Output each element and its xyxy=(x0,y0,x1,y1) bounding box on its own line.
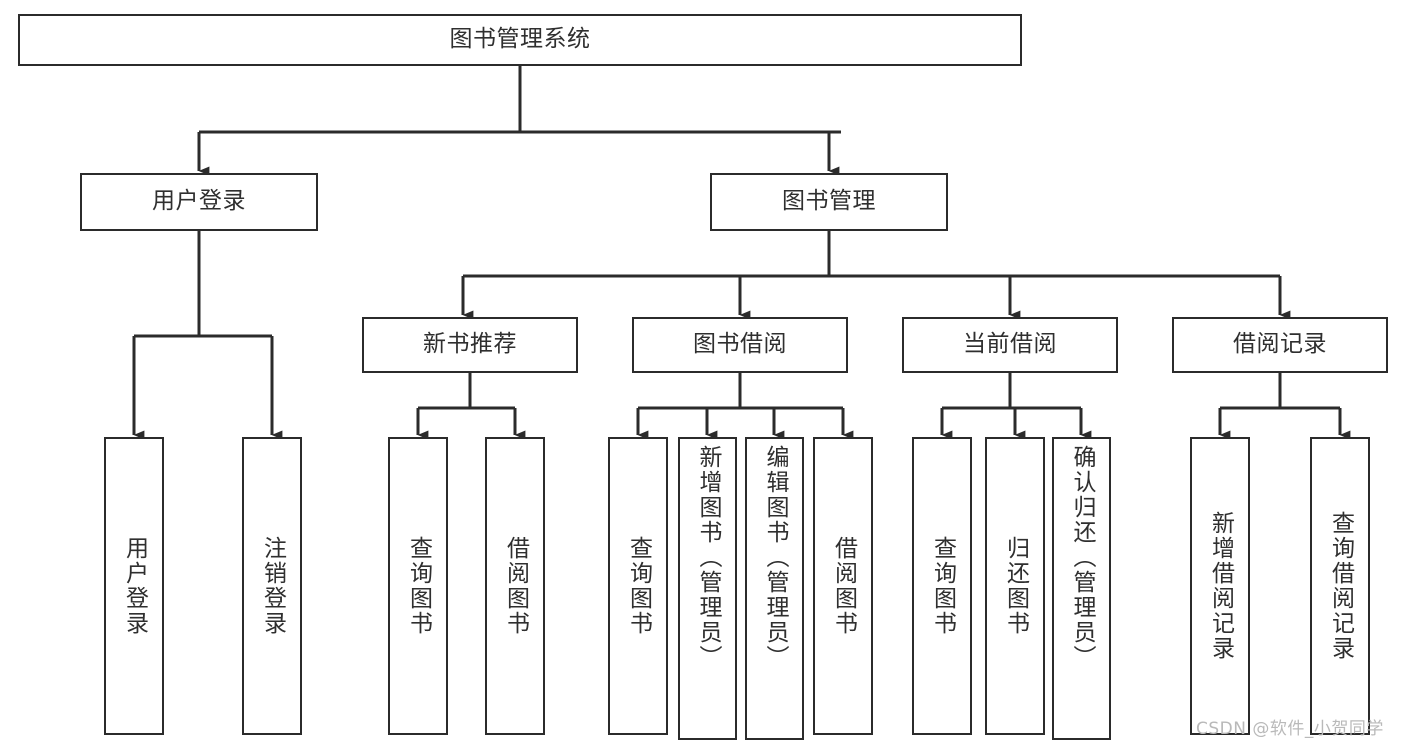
node-new-book-rec[interactable]: 新书推荐 xyxy=(362,317,578,373)
leaf-rec-add-record-label: 新增借阅记录 xyxy=(1207,511,1234,661)
connector-userlogin-to-leaves xyxy=(132,231,283,440)
leaf-borrow-borrow-book-label: 借阅图书 xyxy=(830,536,857,636)
node-borrow-record-label: 借阅记录 xyxy=(1233,331,1327,358)
node-current-borrow[interactable]: 当前借阅 xyxy=(902,317,1118,373)
leaf-borrow-query-book-label: 查询图书 xyxy=(625,536,652,636)
connector-root-to-level2 xyxy=(197,66,841,176)
leaf-cur-query-book[interactable]: 查询图书 xyxy=(912,437,972,735)
leaf-rec-add-record[interactable]: 新增借阅记录 xyxy=(1190,437,1250,735)
leaf-user-login-label: 用户登录 xyxy=(121,536,148,636)
node-user-login-label: 用户登录 xyxy=(152,188,246,215)
node-borrow-record[interactable]: 借阅记录 xyxy=(1172,317,1388,373)
node-book-manage[interactable]: 图书管理 xyxy=(710,173,948,231)
node-root-label: 图书管理系统 xyxy=(449,26,591,53)
leaf-rec-query-record-label: 查询借阅记录 xyxy=(1327,511,1354,661)
node-user-login[interactable]: 用户登录 xyxy=(80,173,318,231)
leaf-borrow-edit-book[interactable]: 编辑图书（管理员） xyxy=(745,437,804,740)
node-current-borrow-label: 当前借阅 xyxy=(963,331,1057,358)
leaf-cur-confirm-return-label: 确认归还（管理员） xyxy=(1069,445,1095,670)
connector-borrowrecord-to-leaves xyxy=(1218,373,1351,440)
node-book-manage-label: 图书管理 xyxy=(782,188,876,215)
node-book-borrow-label: 图书借阅 xyxy=(693,331,787,358)
leaf-cur-confirm-return[interactable]: 确认归还（管理员） xyxy=(1052,437,1111,740)
leaf-cur-query-book-label: 查询图书 xyxy=(929,536,956,636)
leaf-cur-return-book-label: 归还图书 xyxy=(1002,536,1029,636)
leaf-user-logout-label: 注销登录 xyxy=(259,536,286,636)
node-book-borrow[interactable]: 图书借阅 xyxy=(632,317,848,373)
node-root[interactable]: 图书管理系统 xyxy=(18,14,1022,66)
connector-newbookrec-to-leaves xyxy=(416,373,526,440)
leaf-borrow-query-book[interactable]: 查询图书 xyxy=(608,437,668,735)
leaf-user-login[interactable]: 用户登录 xyxy=(104,437,164,735)
leaf-cur-return-book[interactable]: 归还图书 xyxy=(985,437,1045,735)
leaf-rec-borrow-book[interactable]: 借阅图书 xyxy=(485,437,545,735)
leaf-borrow-add-book[interactable]: 新增图书（管理员） xyxy=(678,437,737,740)
leaf-borrow-borrow-book[interactable]: 借阅图书 xyxy=(813,437,873,735)
leaf-rec-query-book[interactable]: 查询图书 xyxy=(388,437,448,735)
connector-currentborrow-to-leaves xyxy=(940,373,1092,440)
connector-bookmanage-to-level3 xyxy=(461,231,1291,320)
leaf-user-logout[interactable]: 注销登录 xyxy=(242,437,302,735)
leaf-borrow-edit-book-label: 编辑图书（管理员） xyxy=(762,445,788,670)
connector-bookborrow-to-leaves xyxy=(636,373,854,440)
leaf-rec-query-record[interactable]: 查询借阅记录 xyxy=(1310,437,1370,735)
leaf-borrow-add-book-label: 新增图书（管理员） xyxy=(695,445,721,670)
node-new-book-rec-label: 新书推荐 xyxy=(423,331,517,358)
leaf-rec-query-book-label: 查询图书 xyxy=(405,536,432,636)
leaf-rec-borrow-book-label: 借阅图书 xyxy=(502,536,529,636)
